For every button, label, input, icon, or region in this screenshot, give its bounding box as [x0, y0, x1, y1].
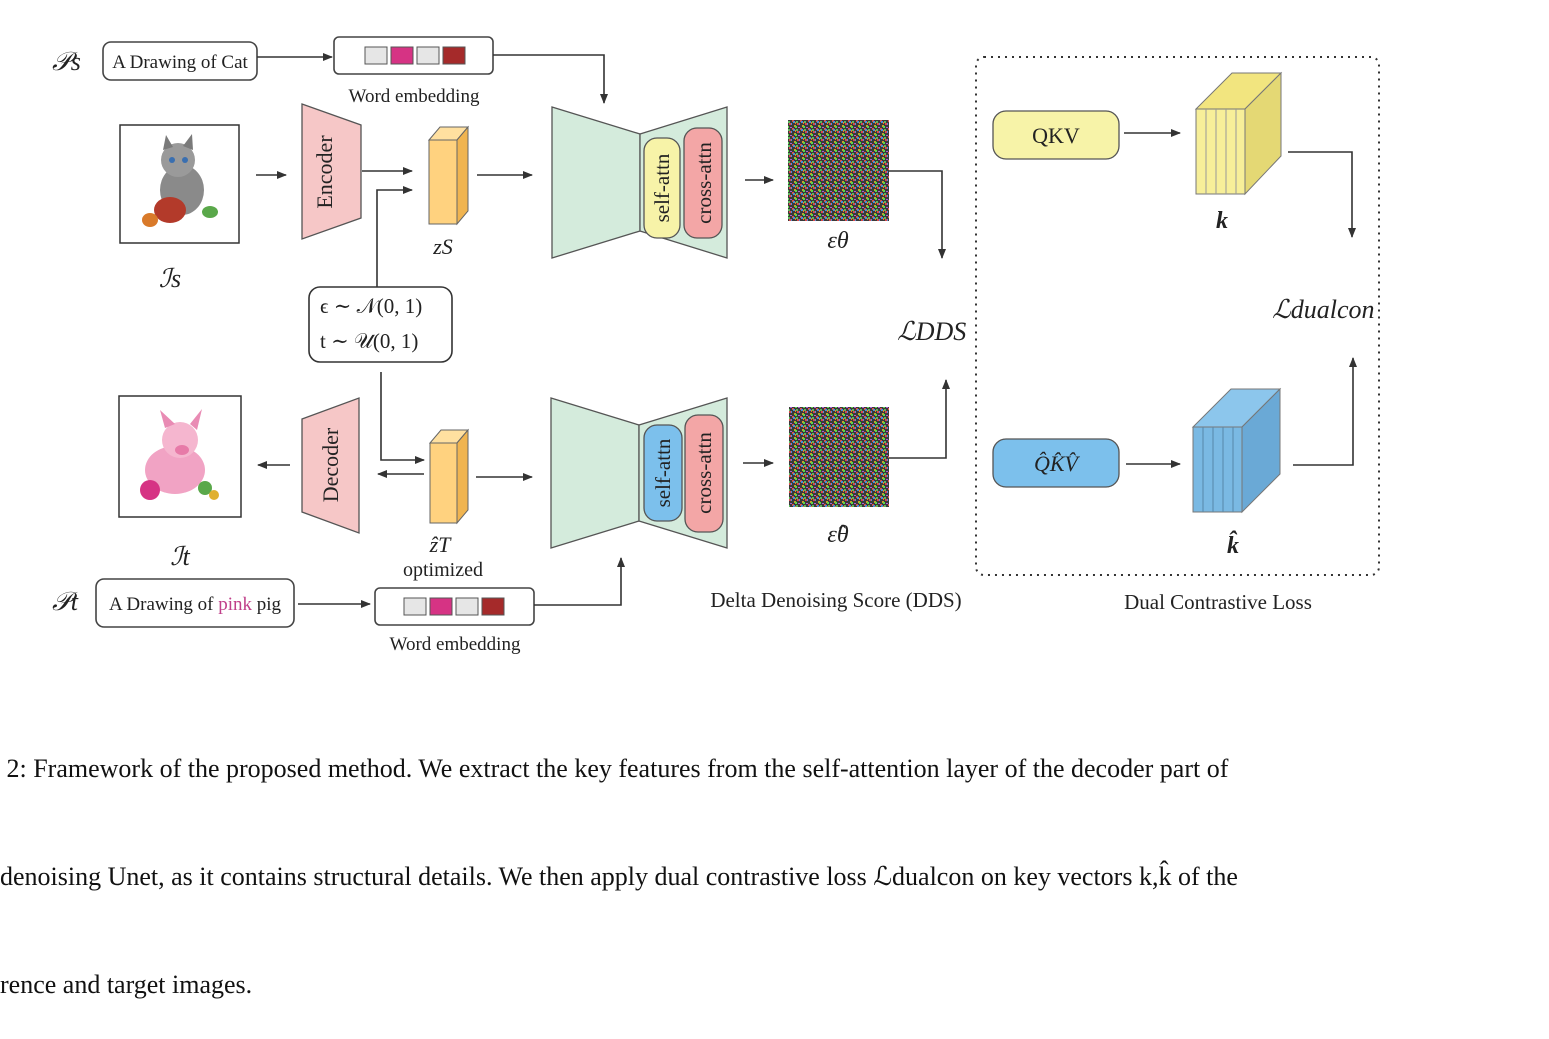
target-latent-optimized: optimized	[403, 559, 483, 581]
noise-sampling-box	[308, 286, 453, 363]
k-label: k	[1216, 208, 1228, 234]
dds-section-label: Delta Denoising Score (DDS)	[710, 588, 961, 612]
dual-section-label: Dual Contrastive Loss	[1124, 590, 1312, 614]
cat-drawing-icon	[142, 134, 218, 227]
source-output-label: εθ	[827, 228, 848, 254]
target-self-attn-block	[643, 424, 683, 522]
source-unet	[551, 106, 728, 259]
dualcon-loss-label: ℒdualcon	[1272, 295, 1375, 324]
embedding-cell	[455, 597, 479, 616]
framework-diagram: 𝒫s A Drawing of Cat Word embedding ℐs En…	[52, 36, 1380, 655]
decoder-label: Decoder	[318, 427, 343, 502]
target-unet	[550, 397, 728, 549]
encoder-label: Encoder	[312, 135, 337, 209]
noise-epsilon: ϵ ∼ 𝒩(0, 1)	[320, 294, 422, 318]
source-prompt-box	[102, 41, 258, 81]
noise-timestep: t ∼ 𝒰(0, 1)	[320, 329, 418, 353]
target-word-embedding	[374, 587, 535, 626]
target-latent-label: ẑT	[429, 532, 453, 557]
source-prompt-text: A Drawing of Cat	[112, 52, 248, 73]
source-word-embedding	[333, 36, 494, 75]
embedding-cell	[390, 46, 414, 65]
key-features-target	[1191, 387, 1282, 514]
key-features-source	[1194, 71, 1283, 196]
encoder-block	[301, 103, 362, 240]
embedding-cell	[416, 46, 440, 65]
target-cross-attn-label: cross-attn	[692, 432, 716, 514]
source-noise-prediction	[788, 120, 889, 221]
k-hat-label: k̂	[1227, 531, 1239, 559]
qkv-block	[992, 110, 1120, 160]
embedding-cell	[429, 597, 453, 616]
target-prompt-box	[95, 578, 295, 628]
qkv-hat-label: Q̂K̂V̂	[1034, 451, 1081, 476]
caption-line-1: 2: Framework of the proposed method. We …	[0, 754, 1229, 783]
source-self-attn-label: self-attn	[650, 153, 674, 222]
target-cross-attn-block	[684, 414, 724, 533]
target-noise-prediction	[789, 407, 889, 507]
embedding-cell	[364, 46, 388, 65]
qkv-label: QKV	[1032, 123, 1080, 148]
source-self-attn-block	[643, 137, 681, 239]
target-embedding-label: Word embedding	[390, 634, 521, 655]
caption-line-2: denoising Unet, as it contains structura…	[0, 862, 1238, 891]
source-cross-attn-label: cross-attn	[692, 142, 716, 224]
dds-loss-label: ℒDDS	[897, 317, 966, 346]
decoder-block	[301, 397, 360, 534]
pig-drawing-icon	[140, 409, 219, 500]
source-embedding-label: Word embedding	[349, 86, 480, 107]
target-prompt-symbol: 𝒫t	[52, 587, 79, 616]
target-output-label: ε̂θ	[827, 522, 848, 548]
source-image	[119, 124, 240, 244]
caption-line-3: rence and target images.	[0, 970, 253, 999]
source-latent	[427, 125, 470, 226]
source-cross-attn-block	[683, 127, 723, 239]
figure-caption: 2: Framework of the proposed method. We …	[0, 679, 1549, 1039]
dual-contrastive-panel	[975, 56, 1380, 576]
target-self-attn-label: self-attn	[651, 438, 675, 507]
target-prompt-text: A Drawing of pink pig	[109, 594, 282, 615]
qkv-hat-block	[992, 438, 1120, 488]
source-prompt-symbol: 𝒫s	[52, 47, 81, 76]
source-image-label: ℐs	[159, 264, 181, 293]
embedding-cell	[403, 597, 427, 616]
embedding-cell	[442, 46, 466, 65]
target-latent	[428, 428, 470, 525]
target-image	[118, 395, 242, 518]
target-image-label: ℐt	[170, 542, 190, 571]
source-latent-label: zS	[432, 234, 453, 259]
embedding-cell	[481, 597, 505, 616]
